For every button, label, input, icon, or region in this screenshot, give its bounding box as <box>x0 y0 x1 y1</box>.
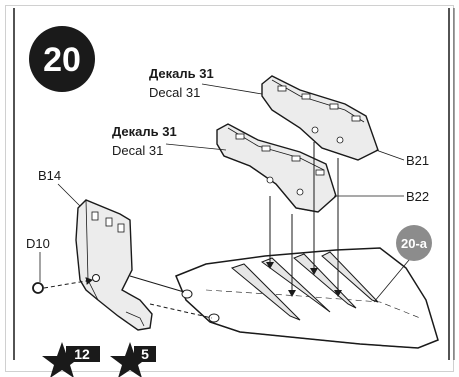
wing-panel-drawing <box>175 247 439 349</box>
assembly-arrows <box>43 142 342 319</box>
page-frame <box>5 5 454 372</box>
step-number: 20 <box>43 41 81 79</box>
step-number-badge <box>29 26 95 92</box>
detail-badge-label: 20-a <box>401 236 428 251</box>
part-b22-drawing <box>216 123 337 213</box>
decal-label-ru-2: Декаль 31 <box>112 124 177 139</box>
part-d10-ring <box>32 282 44 294</box>
part-label-b21: B21 <box>406 153 429 168</box>
star-badge-12: 12 <box>42 342 100 377</box>
decal-label-en-1: Decal 31 <box>149 85 200 100</box>
star-badge-5: 5 <box>110 342 156 377</box>
part-label-b14: B14 <box>38 168 61 183</box>
part-label-b22: B22 <box>406 189 429 204</box>
part-b14-drawing <box>75 199 153 331</box>
leader-lines <box>39 83 415 303</box>
decal-label-ru-1: Декаль 31 <box>149 66 214 81</box>
part-label-d10: D10 <box>26 236 50 251</box>
decal-label-en-2: Decal 31 <box>112 143 163 158</box>
part-b21-drawing <box>261 75 379 161</box>
detail-badge <box>396 225 432 261</box>
star-label-12: 12 <box>74 346 90 362</box>
star-label-5: 5 <box>141 346 149 362</box>
